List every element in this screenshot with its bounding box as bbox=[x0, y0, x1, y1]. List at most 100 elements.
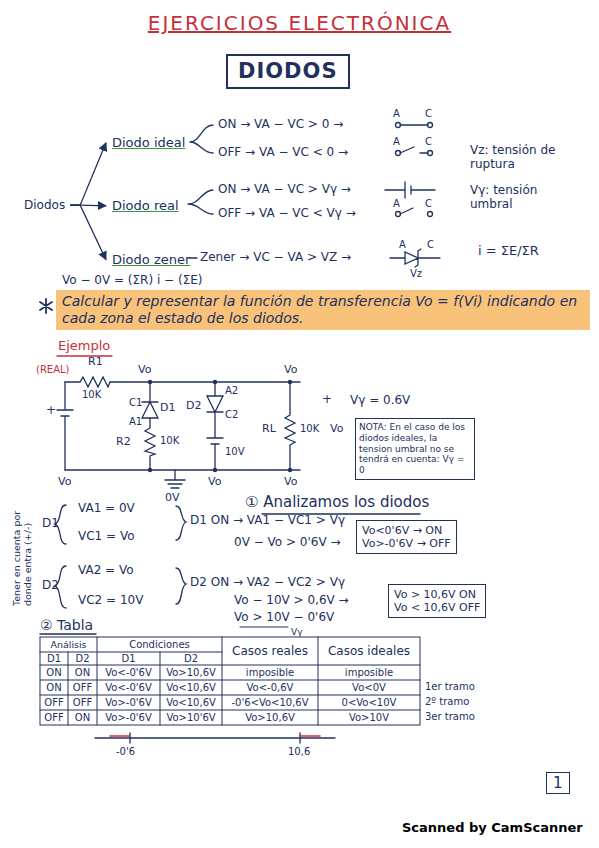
note-text: 10K bbox=[300, 423, 319, 435]
drawing-stroke bbox=[213, 468, 217, 472]
note-text: Zener → VC − VA > VZ → bbox=[200, 251, 351, 265]
table-cell: Condiciones bbox=[129, 640, 190, 650]
node-text: 1 bbox=[553, 774, 563, 792]
note-text: C bbox=[425, 136, 432, 148]
table-cell: ON bbox=[46, 683, 61, 693]
drawing-stroke bbox=[400, 208, 413, 214]
top-wire bbox=[65, 377, 300, 387]
drawing-stroke bbox=[190, 125, 213, 153]
node-text: Vo > 10,6V ON bbox=[394, 588, 480, 601]
drawing-stroke bbox=[176, 506, 186, 540]
drawing-stroke bbox=[40, 637, 420, 725]
note-text: A bbox=[393, 108, 400, 120]
category-word: Diodo real bbox=[110, 196, 181, 216]
note-text: Vγ = 0.6V bbox=[350, 394, 410, 408]
note-box: NOTA: En el caso de los diodos ideales, … bbox=[355, 418, 475, 480]
title-box: DIODOS bbox=[226, 54, 350, 89]
table-cell: Vo>10,6V bbox=[245, 713, 295, 723]
note-text: Vo bbox=[284, 364, 297, 377]
note-text: VC1 = Vo bbox=[78, 530, 135, 544]
result-box: Vo > 10,6V ONVo < 10,6V OFF bbox=[388, 584, 486, 618]
page-number-box: 1 bbox=[546, 772, 570, 794]
table-cell: ON bbox=[75, 668, 90, 678]
note-text: 10V bbox=[225, 446, 245, 458]
note-text: D1 bbox=[42, 517, 59, 531]
note-text: 2º tramo bbox=[425, 696, 469, 708]
note-text: C1 bbox=[129, 397, 142, 409]
tree-braces bbox=[188, 125, 213, 258]
ideal-switch-on bbox=[396, 123, 433, 128]
table-cell: Análisis bbox=[50, 640, 86, 650]
note-text: Vo bbox=[58, 476, 71, 489]
table-cell: Vo<-0'6V bbox=[105, 683, 151, 693]
d2-branch bbox=[207, 382, 223, 470]
node-text: Diodo real bbox=[112, 198, 179, 214]
drawing-stroke bbox=[213, 380, 217, 384]
note-text: D1 ON → VA1 − VC1 > Vγ bbox=[190, 514, 345, 528]
drawing-stroke bbox=[400, 124, 428, 125]
note-text: ON → VA − VC > Vγ → bbox=[218, 183, 351, 197]
result-box: Vo<0'6V → ONVo>-0'6V → OFF bbox=[356, 520, 457, 554]
node-text: NOTA: En el caso de los diodos ideales, … bbox=[359, 422, 471, 476]
note-text: D2 bbox=[42, 579, 59, 593]
open-switch bbox=[396, 208, 433, 217]
note-text: A1 bbox=[129, 416, 142, 428]
drawing-stroke bbox=[57, 355, 112, 356]
note-text: Vz bbox=[410, 268, 422, 280]
star bbox=[40, 299, 52, 313]
drawing-stroke bbox=[110, 735, 320, 737]
note-text: 0V − Vo > 0'6V → bbox=[234, 536, 340, 550]
branch-arrow bbox=[70, 143, 106, 205]
note-text: 3er tramo bbox=[425, 711, 475, 723]
note-text: Vo − 10V > 0,6V → bbox=[234, 594, 349, 608]
drawing-stroke bbox=[400, 147, 428, 153]
zener-symbol bbox=[390, 249, 440, 267]
table-cell: Vo>-0'6V bbox=[105, 698, 151, 708]
source-battery bbox=[57, 382, 73, 470]
table-cell: Casos reales bbox=[232, 645, 308, 657]
drawing-stroke bbox=[40, 299, 52, 313]
note-text: VA2 = Vo bbox=[78, 564, 134, 578]
drawing-stroke bbox=[40, 633, 96, 634]
node-text: Vo>-0'6V → OFF bbox=[362, 537, 451, 550]
node-text: Vo<0'6V → ON bbox=[362, 524, 451, 537]
note-text: VC2 = 10V bbox=[78, 594, 143, 608]
bottom-wire bbox=[65, 469, 300, 470]
drawing-stroke bbox=[428, 212, 433, 217]
note-text: Vo − 0V = (ΣR) i − (ΣE) bbox=[62, 274, 202, 288]
node-text: Diodos bbox=[24, 198, 65, 212]
drawing-stroke bbox=[40, 652, 420, 710]
table-cell: -0'6<Vo<10,6V bbox=[231, 698, 308, 708]
note-text: Vo bbox=[138, 364, 151, 377]
drawing-stroke bbox=[390, 249, 440, 267]
table-cell: Vo>-0'6V bbox=[105, 713, 151, 723]
load-resistor bbox=[285, 382, 295, 470]
table-cell: OFF bbox=[73, 698, 92, 708]
note-text: D2 bbox=[186, 400, 201, 413]
note-text: 10K bbox=[82, 389, 101, 401]
junction-dots bbox=[148, 380, 292, 472]
note-text: Vγ bbox=[291, 627, 302, 637]
note-text: D2 ON → VA2 − VC2 > Vγ bbox=[190, 576, 345, 590]
note-text: + bbox=[322, 393, 332, 407]
drawing-stroke bbox=[385, 182, 435, 198]
note-text: 10,6 bbox=[288, 746, 310, 758]
note-text: Vo > 10V − 0'6V bbox=[234, 611, 334, 625]
table-cell: Vo>10,6V bbox=[166, 668, 216, 678]
note-text: (REAL) bbox=[36, 364, 69, 376]
note-text: A bbox=[393, 198, 400, 210]
table-cell: OFF bbox=[44, 698, 63, 708]
note-text: OFF → VA − VC < Vγ → bbox=[218, 207, 356, 221]
table-cell: ON bbox=[75, 713, 90, 723]
number-line bbox=[95, 733, 335, 743]
note-text: ② Tabla bbox=[40, 617, 93, 633]
note-text: R1 bbox=[88, 356, 103, 369]
ideal-switch-off bbox=[396, 147, 433, 156]
category-word: Diodo ideal bbox=[110, 133, 187, 153]
table-cell: Vo>10'6V bbox=[166, 713, 215, 723]
note-text: Vγ: tensión umbral bbox=[470, 184, 574, 212]
table-cell: Vo>10V bbox=[349, 713, 389, 723]
drawing-stroke bbox=[176, 568, 186, 604]
node-text: Vo < 10,6V OFF bbox=[394, 601, 480, 614]
